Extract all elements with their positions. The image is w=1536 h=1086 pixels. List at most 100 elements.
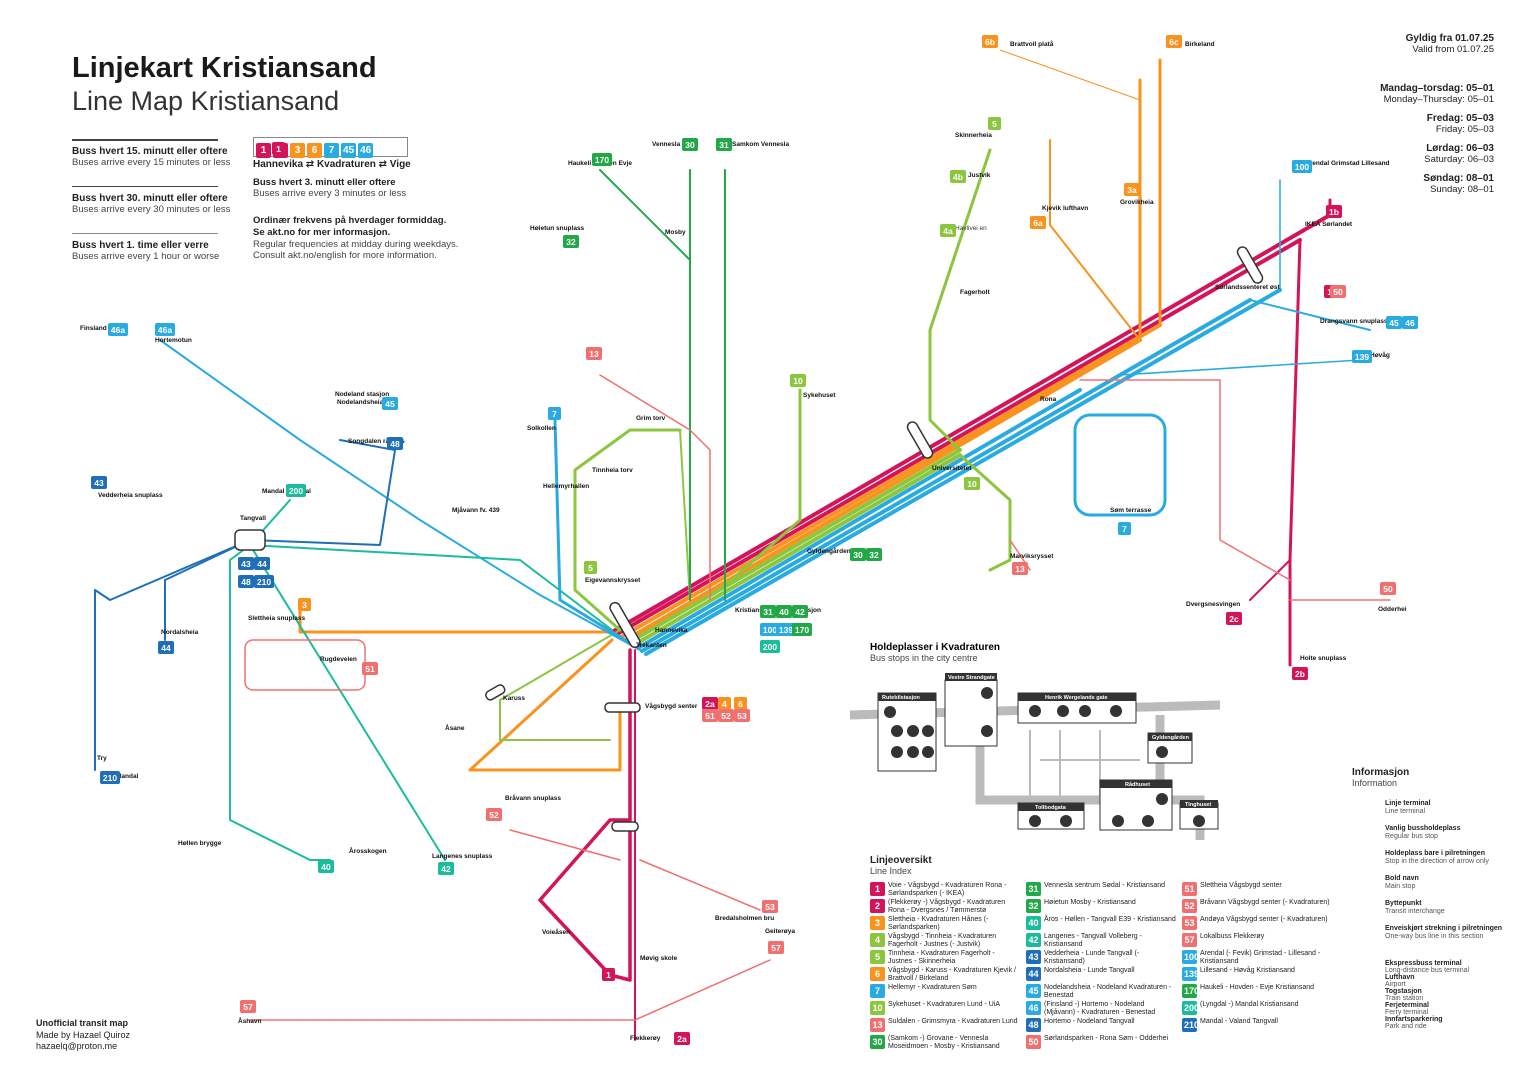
- centre-vestre-strandgate: Vestre Strandgate: [948, 675, 995, 681]
- map-route-badge: [964, 477, 980, 490]
- map-stop-label: Mosby: [665, 229, 686, 236]
- map-route-badge: [382, 397, 398, 410]
- map-route-badge: [768, 941, 784, 954]
- map-route-badge: [866, 548, 882, 561]
- index-text: Slettheia - Kvadraturen Hånes (- Sørland…: [888, 916, 989, 931]
- line-6b: [999, 49, 1141, 101]
- valid-no: Gyldig fra 01.07.25: [1405, 33, 1494, 44]
- map-stop-label: Mjåvann fv. 439: [452, 506, 500, 514]
- index-text: (Finsland -) Hortemo - Nodeland (Mjåvann…: [1044, 1001, 1156, 1016]
- trunk-badge: 7: [324, 143, 339, 158]
- map-stop-label: Vennesla: [652, 141, 681, 148]
- info-item: Airport: [1385, 981, 1406, 988]
- map-route-badge: [1330, 285, 1346, 298]
- map-stop-label: Havlivei en: [955, 225, 987, 232]
- map-stop-label: Høvåg: [1370, 351, 1390, 359]
- info-item: Stop in the direction of arrow only: [1385, 858, 1489, 865]
- map-route-badge: [1386, 316, 1402, 329]
- map-route-badge-label: 7: [1122, 524, 1127, 534]
- map-stop-label: Karuss: [503, 695, 525, 702]
- line-6-karuss: [468, 638, 622, 772]
- map-route-badge-label: 57: [771, 943, 781, 953]
- info-item: Lufthavn: [1385, 974, 1415, 981]
- info-item: Transit interchange: [1385, 908, 1445, 915]
- index-entry: 2(Flekkerøy -) Vågsbygd - Kvadraturen Ro…: [870, 899, 1020, 915]
- vagsbygd-interchange: [604, 702, 641, 713]
- map-route-badge: [1118, 522, 1131, 535]
- map-route-badge-label: 1: [276, 144, 281, 154]
- map-route-badge-label: 32: [869, 550, 879, 560]
- line-5-west: [573, 428, 682, 632]
- valid-en: Valid from 01.07.25: [1412, 44, 1494, 55]
- route-badge: 2: [870, 899, 885, 913]
- index-text: Voie - Vågsbygd - Kvadraturen Rona - Sør…: [888, 882, 1007, 897]
- line-43: [94, 539, 251, 771]
- map-route-badge: [776, 605, 792, 618]
- index-subtitle: Line Index: [870, 866, 912, 876]
- map-stop-label: IKEA Sørlandet: [1305, 221, 1353, 228]
- map-route-badge-label: 210: [257, 577, 271, 587]
- page-subtitle: Line Map Kristiansand: [72, 86, 340, 116]
- info-item: Togstasjon: [1385, 988, 1422, 995]
- map-route-badge-label: 2a: [705, 699, 715, 709]
- index-text: Andøya Vågsbygd senter (- Kvadraturen): [1200, 916, 1328, 923]
- map-route-badge-label: 170: [795, 625, 809, 635]
- map-route-badge: [988, 117, 1001, 130]
- route-badge: 13: [870, 1018, 885, 1032]
- trunk-route: Hannevika ⇄ Kvadraturen ⇄ Vige: [253, 159, 411, 170]
- map-stop-label: Odderhei: [1378, 606, 1407, 613]
- map-route-badge-label: 46a: [158, 325, 172, 335]
- route-badge: 100: [1182, 950, 1200, 964]
- map-stop-label: Høietun snuplass: [530, 225, 585, 232]
- map-stop-label: Rona: [1040, 396, 1057, 403]
- map-route-badge-label: 6: [738, 699, 743, 709]
- line-13: [599, 374, 711, 601]
- map-route-badge-label: 45: [385, 399, 395, 409]
- index-text: Vennesla sentrum Sødal - Kristiansand: [1044, 882, 1166, 889]
- index-text: Bråvann Vågsbygd senter (- Kvadraturen): [1200, 899, 1330, 906]
- index-text: (Lyngdal -) Mandal Kristiansand: [1200, 1001, 1299, 1008]
- map-stop-label: Kjevik lufthavn: [1042, 205, 1088, 212]
- centre-title: Holdeplasser i Kvadraturen: [870, 642, 1000, 653]
- map-route-badge-label: 40: [779, 607, 789, 617]
- map-route-badge-label: 100: [763, 625, 777, 635]
- map-route-badge: [734, 709, 750, 722]
- map-route-badge-label: 57: [243, 1002, 253, 1012]
- map-stop-label: Årosskogen: [349, 846, 387, 855]
- map-route-badge: [940, 224, 956, 237]
- index-text: Haukeli - Hovden - Evje Kristiansand: [1200, 984, 1314, 991]
- map-stop-label: Vågsbygd senter: [645, 702, 698, 710]
- trunk-freq-no: Buss hvert 3. minutt eller oftere: [253, 177, 396, 188]
- centre-tinghuset: Tinghuset: [1185, 802, 1211, 808]
- map-route-badge: [1012, 562, 1028, 575]
- index-text: Hortemo - Nodeland Tangvall: [1044, 1018, 1135, 1025]
- map-route-badge-label: 2c: [1229, 614, 1239, 624]
- map-route-badge: [702, 697, 718, 710]
- legend-line-15: [72, 139, 218, 141]
- index-text: (Flekkerøy -) Vågsbygd - Kvadraturen Ron…: [888, 899, 1006, 914]
- route-badge: 52: [1182, 899, 1197, 913]
- index-text: Vågsbygd - Karuss - Kvadraturen Kjevik /…: [888, 967, 1017, 982]
- map-stop-label: Nordalsheia: [161, 629, 199, 636]
- map-route-badge: [586, 347, 602, 360]
- legend-30-no: Buss hvert 30. minutt eller oftere: [72, 193, 228, 204]
- map-stop-label: Hellemyrhallen: [543, 483, 589, 490]
- map-stop-label: Trekanten: [636, 642, 667, 649]
- map-route-badge: [108, 323, 128, 336]
- map-stop-label: Grim torv: [636, 415, 666, 422]
- map-route-badge: [718, 697, 731, 710]
- index-text: (Samkom -) Grovane - Vennesla Moseidmoen…: [888, 1035, 1000, 1050]
- route-badge: 40: [1026, 916, 1041, 930]
- page-title: Linjekart Kristiansand: [72, 52, 377, 84]
- line-10-lund: [958, 453, 1012, 572]
- route-badge: 53: [1182, 916, 1197, 930]
- route-badge: 4: [870, 933, 885, 947]
- route-badge: 170: [1182, 984, 1200, 998]
- map-route-badge: [762, 900, 778, 913]
